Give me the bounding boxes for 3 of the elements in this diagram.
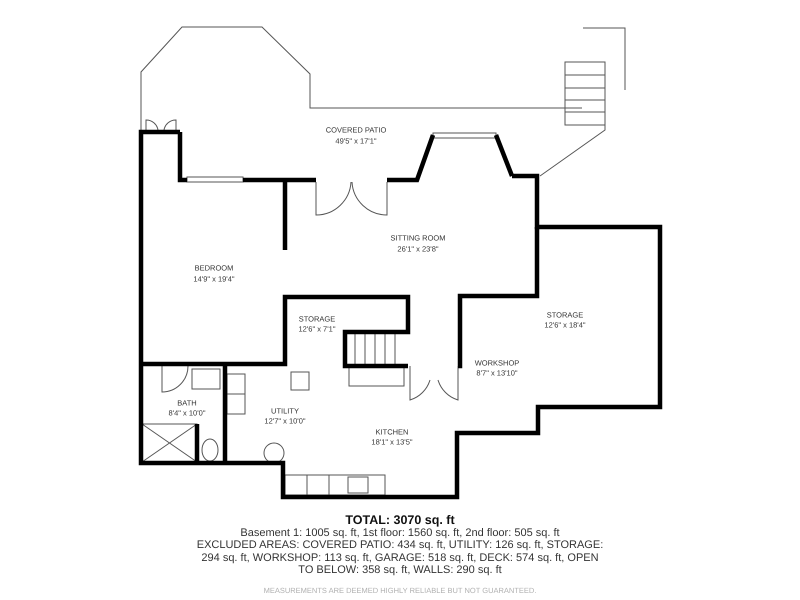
total-area: TOTAL: 3070 sq. ft <box>345 514 455 526</box>
area-summary: Basement 1: 1005 sq. ft, 1st floor: 1560 sq. ft, 2nd floor: 505 sq. ft <box>240 526 560 539</box>
area-summary: EXCLUDED AREAS: COVERED PATIO: 434 sq. ft, UTILITY: 126 sq. ft, STORAGE: 294 sq. ft, WORKSHOP: 113 sq. ft, GARAGE: 518 sq. ft, DECK: 574 sq. ft, OPEN TO BELOW: 358 sq. ft, WALLS: 290 sq. ft <box>196 539 604 576</box>
